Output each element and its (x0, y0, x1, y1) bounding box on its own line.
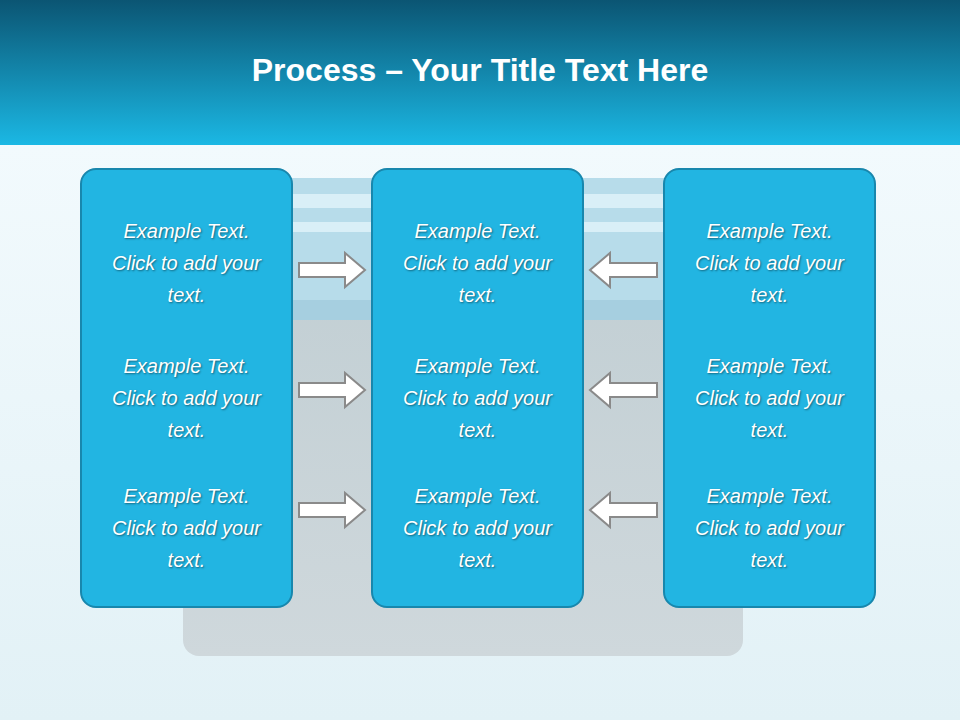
column-text-wrap: Example Text. Click to add your text. (373, 215, 582, 311)
process-column: Example Text. Click to add your text. Exa… (371, 168, 584, 608)
column-text-wrap: Example Text. Click to add your text. (82, 350, 291, 446)
process-column: Example Text. Click to add your text. Exa… (663, 168, 876, 608)
block-arrow (299, 253, 365, 287)
column-text-wrap: Example Text. Click to add your text. (665, 350, 874, 446)
column-text-wrap: Example Text. Click to add your text. (373, 480, 582, 576)
example-text: Example Text. Click to add your text. (403, 215, 553, 311)
title-banner (0, 0, 960, 145)
example-text: Example Text. Click to add your text. (695, 215, 845, 311)
ground (0, 145, 960, 720)
example-text: Example Text. Click to add your text. (695, 480, 845, 576)
block-arrow (299, 493, 365, 527)
column-text-wrap: Example Text. Click to add your text. (373, 350, 582, 446)
example-text: Example Text. Click to add your text. (112, 215, 262, 311)
column-text-wrap: Example Text. Click to add your text. (82, 215, 291, 311)
block-arrow (590, 253, 657, 287)
block-arrow (590, 373, 657, 407)
block-arrow (590, 493, 657, 527)
example-text: Example Text. Click to add your text. (695, 350, 845, 446)
example-text: Example Text. Click to add your text. (403, 350, 553, 446)
process-column: Example Text. Click to add your text. Exa… (80, 168, 293, 608)
slide-title: Process – Your Title Text Here (0, 52, 960, 89)
column-text-wrap: Example Text. Click to add your text. (665, 215, 874, 311)
column-text-wrap: Example Text. Click to add your text. (665, 480, 874, 576)
column-text-wrap: Example Text. Click to add your text. (82, 480, 291, 576)
block-arrow (299, 373, 365, 407)
example-text: Example Text. Click to add your text. (112, 480, 262, 576)
example-text: Example Text. Click to add your text. (112, 350, 262, 446)
example-text: Example Text. Click to add your text. (403, 480, 553, 576)
